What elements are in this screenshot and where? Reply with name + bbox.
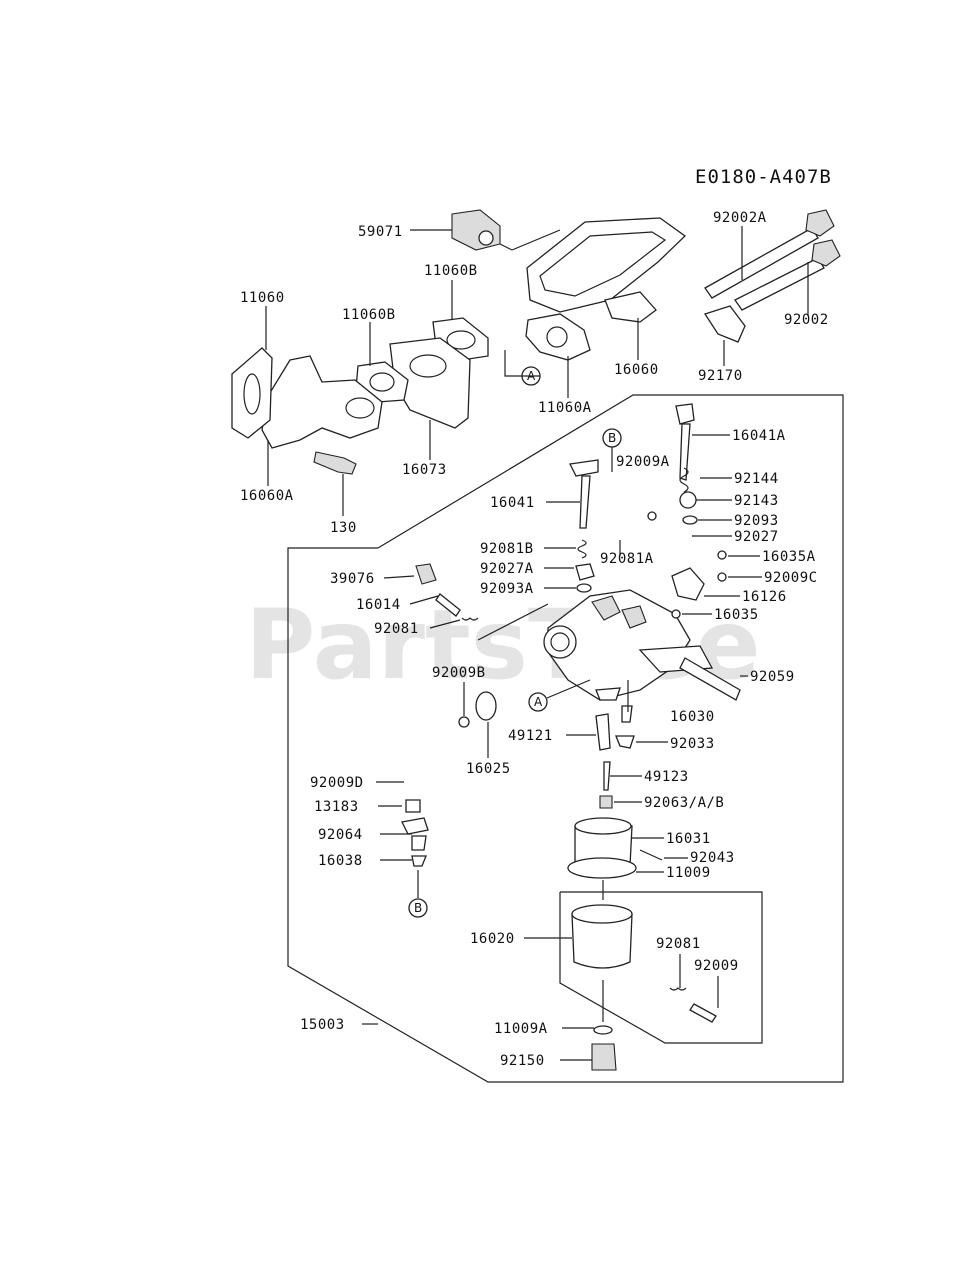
part-label-11060B-lower: 11060B xyxy=(342,307,396,323)
part-label-16014: 16014 xyxy=(356,597,401,613)
intake-parts xyxy=(231,209,841,475)
part-label-49121: 49121 xyxy=(508,728,553,744)
part-label-92043: 92043 xyxy=(690,850,735,866)
reference-markers: A A B B xyxy=(408,350,622,918)
part-label-49123: 49123 xyxy=(644,769,689,785)
part-label-16073: 16073 xyxy=(402,462,447,478)
part-label-92002: 92002 xyxy=(784,312,829,328)
part-label-13183: 13183 xyxy=(314,799,359,815)
part-label-130: 130 xyxy=(330,520,357,536)
svg-text:B: B xyxy=(608,431,616,445)
part-label-16035: 16035 xyxy=(714,607,759,623)
part-label-16038: 16038 xyxy=(318,853,363,869)
part-label-92081A: 92081A xyxy=(600,551,654,567)
part-label-92009A: 92009A xyxy=(616,454,670,470)
part-label-92170: 92170 xyxy=(698,368,743,384)
part-label-16041A: 16041A xyxy=(732,428,786,444)
part-label-92081-pilot: 92081 xyxy=(374,621,419,637)
part-label-92033: 92033 xyxy=(670,736,715,752)
part-label-15003: 15003 xyxy=(300,1017,345,1033)
part-label-92063-A-B: 92063/A/B xyxy=(644,795,724,811)
part-label-11009: 11009 xyxy=(666,865,711,881)
part-label-16041: 16041 xyxy=(490,495,535,511)
part-label-92009D: 92009D xyxy=(310,775,364,791)
part-label-92009: 92009 xyxy=(694,958,739,974)
part-label-92144: 92144 xyxy=(734,471,779,487)
part-labels: 59071 92002A 11060B 11060 11060B 92002 1… xyxy=(240,210,829,1069)
leader-lines xyxy=(265,226,809,1061)
part-label-16060A: 16060A xyxy=(240,488,294,504)
part-label-16031: 16031 xyxy=(666,831,711,847)
part-label-39076: 39076 xyxy=(330,571,375,587)
part-label-11060B-upper: 11060B xyxy=(424,263,478,279)
part-label-11009A: 11009A xyxy=(494,1021,548,1037)
assembly-outline-15003 xyxy=(287,394,844,1083)
part-label-92081B: 92081B xyxy=(480,541,534,557)
part-label-11060A: 11060A xyxy=(538,400,592,416)
part-label-11060: 11060 xyxy=(240,290,285,306)
diagram-code: E0180-A407B xyxy=(695,166,832,188)
marker-b-lower xyxy=(408,898,428,918)
part-label-92027A: 92027A xyxy=(480,561,534,577)
part-label-92059: 92059 xyxy=(750,669,795,685)
part-label-92093: 92093 xyxy=(734,513,779,529)
part-label-92081-drain: 92081 xyxy=(656,936,701,952)
part-label-92002A: 92002A xyxy=(713,210,767,226)
subassembly-outline-16020 xyxy=(559,891,763,1044)
part-label-16020: 16020 xyxy=(470,931,515,947)
svg-text:A: A xyxy=(534,695,543,709)
part-label-92150: 92150 xyxy=(500,1053,545,1069)
part-label-92009B: 92009B xyxy=(432,665,486,681)
svg-text:B: B xyxy=(414,901,422,915)
part-label-16025: 16025 xyxy=(466,761,511,777)
part-label-92009C: 92009C xyxy=(764,570,818,586)
marker-a-lower xyxy=(528,692,548,712)
part-label-92093A: 92093A xyxy=(480,581,534,597)
carburetor-body xyxy=(401,403,741,1071)
part-label-16126: 16126 xyxy=(742,589,787,605)
part-label-92143: 92143 xyxy=(734,493,779,509)
part-label-16060: 16060 xyxy=(614,362,659,378)
part-label-59071: 59071 xyxy=(358,224,403,240)
part-label-92064: 92064 xyxy=(318,827,363,843)
part-label-16030: 16030 xyxy=(670,709,715,725)
part-label-92027: 92027 xyxy=(734,529,779,545)
part-label-16035A: 16035A xyxy=(762,549,816,565)
